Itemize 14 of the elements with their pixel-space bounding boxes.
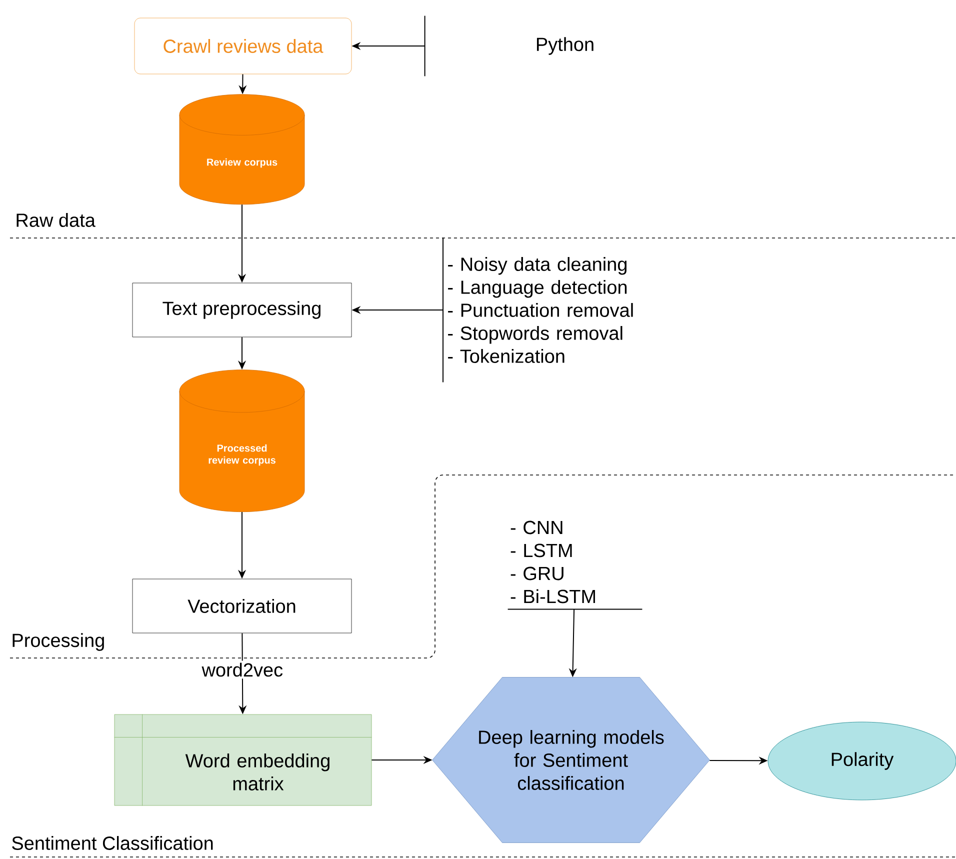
- process-box: Crawl reviews data: [134, 18, 352, 74]
- region-label: Processing: [12, 633, 104, 651]
- process-box: Vectorization: [132, 578, 352, 634]
- region-label: Raw data: [16, 213, 96, 227]
- process-box: Text preprocessing: [132, 282, 352, 338]
- edge-label: word2vec: [200, 660, 286, 679]
- note-text: Python: [424, 15, 594, 77]
- database-cylinder: Processed review corpus: [179, 370, 305, 512]
- hexagon: Deep learning models for Sentiment classification: [432, 677, 710, 843]
- database-cylinder: Review corpus: [179, 94, 305, 205]
- bullet-list: - Noisy data cleaning - Language detection - Punctuation removal - Stopwords removal - Tokenization: [442, 237, 633, 383]
- matrix-table: Word embedding matrix: [114, 714, 372, 806]
- region-label: Sentiment Classification: [12, 836, 213, 850]
- bullet-list: - CNN - LSTM - GRU - Bi-LSTM: [507, 520, 643, 610]
